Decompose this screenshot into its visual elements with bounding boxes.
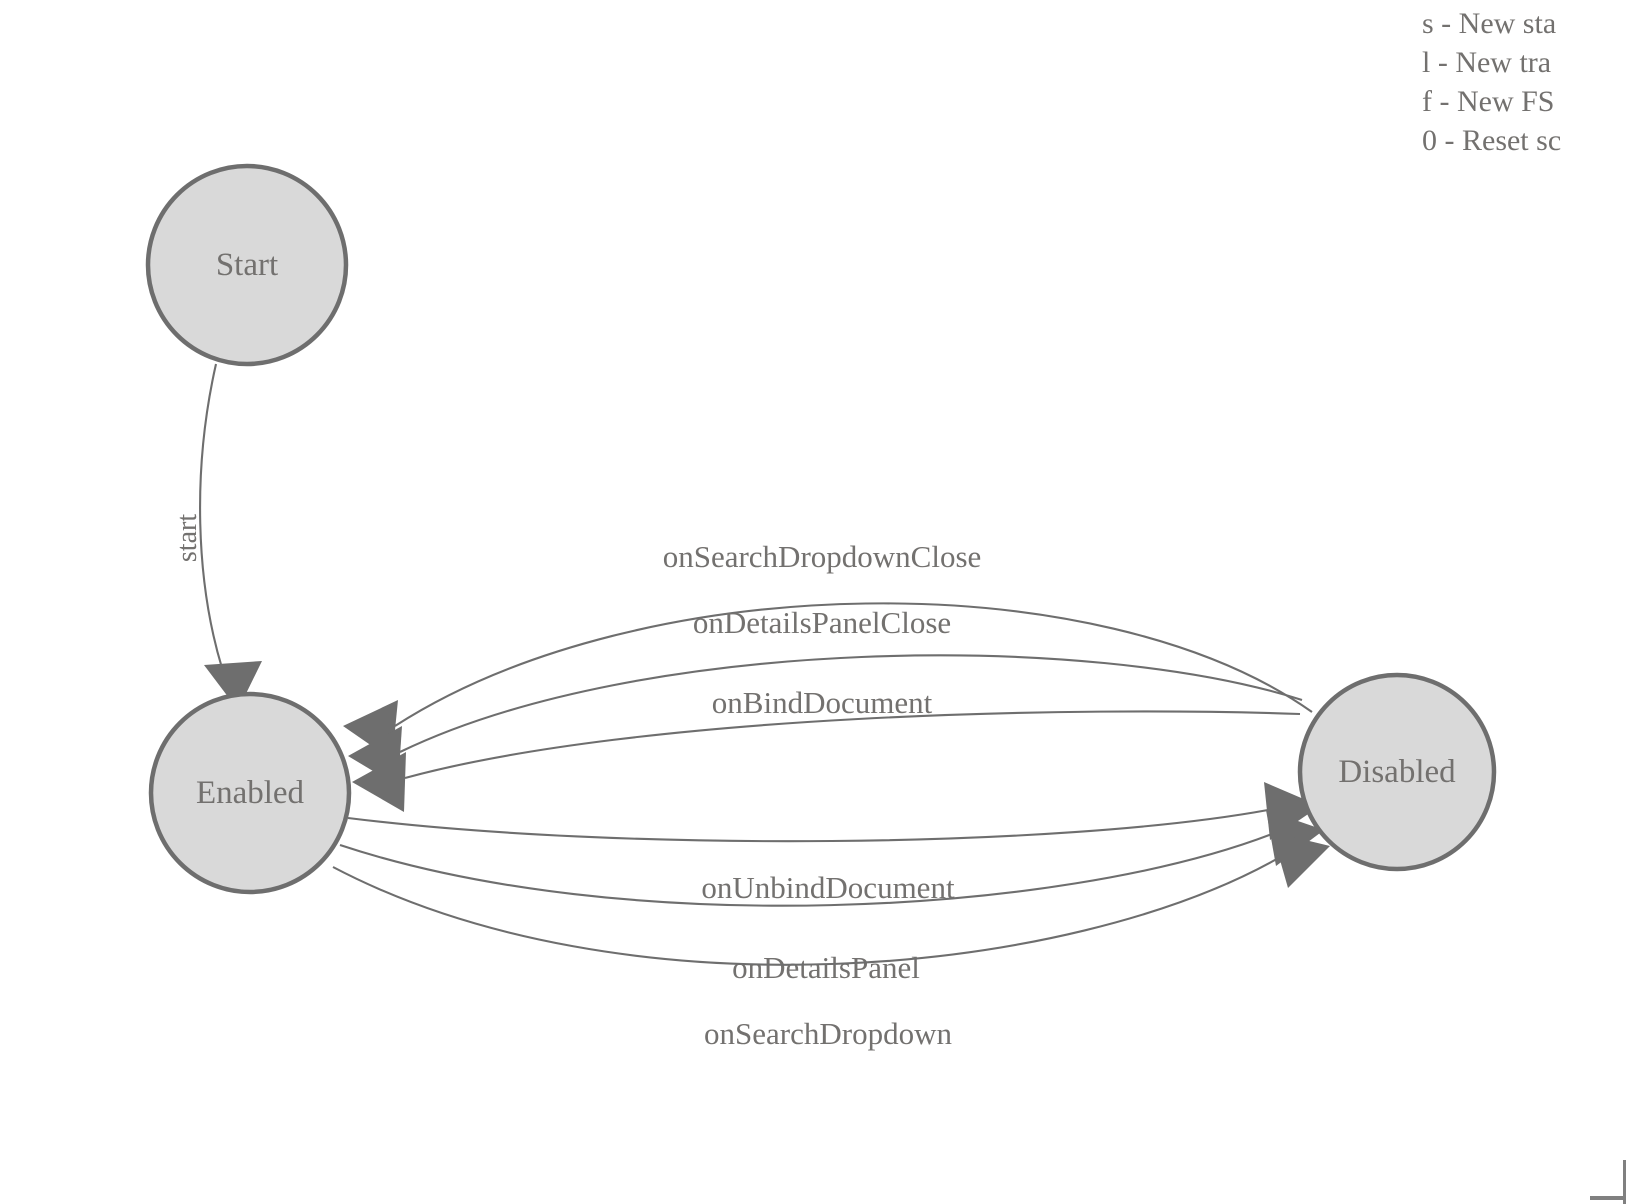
edge-onBindDocument[interactable]: onBindDocument [352, 685, 1301, 812]
node-enabled[interactable]: Enabled [148, 691, 352, 895]
edge-path-onSearchDropdown [332, 855, 1283, 966]
edge-label-onSearchDropdownClose: onSearchDropdownClose [663, 539, 982, 574]
node-circle-enabled [148, 691, 352, 895]
edge-label-onDetailsPanel: onDetailsPanel [732, 950, 920, 985]
arrowhead-start [204, 661, 262, 710]
edge-label-start: start [172, 514, 203, 562]
edge-label-onDetailsPanelClose: onDetailsPanelClose [693, 605, 951, 640]
edge-onUnbindDocument[interactable]: onUnbindDocument [347, 782, 1320, 905]
arrowhead-onSearchDropdown [1272, 832, 1330, 888]
help-legend: s - New sta l - New tra f - New FS 0 - R… [1422, 0, 1632, 160]
edge-onSearchDropdown[interactable]: onSearchDropdown [332, 832, 1330, 1051]
node-start[interactable]: Start [145, 163, 349, 367]
help-line-new-state: s - New sta [1422, 7, 1557, 40]
node-disabled[interactable]: Disabled [1297, 672, 1497, 872]
edge-path-onBindDocument [404, 710, 1301, 780]
help-line-new-transition: l - New tra [1422, 46, 1552, 79]
edge-label-onUnbindDocument: onUnbindDocument [701, 870, 955, 905]
edge-onDetailsPanelClose[interactable]: onDetailsPanelClose [348, 605, 1303, 786]
edge-path-onSearchDropdownClose [394, 602, 1313, 727]
help-line-new-fsm: f - New FS [1422, 85, 1555, 118]
node-label-start: Start [216, 247, 278, 283]
vertical-scrollbar-thumb[interactable] [1623, 1160, 1626, 1204]
node-circle-start [145, 163, 349, 367]
edge-onSearchDropdownClose[interactable]: onSearchDropdownClose [343, 539, 1313, 760]
node-label-disabled: Disabled [1338, 754, 1456, 790]
edge-path-onDetailsPanel [339, 833, 1273, 907]
edge-start[interactable]: start [172, 363, 262, 710]
edge-path-onUnbindDocument [347, 808, 1269, 843]
node-circle-disabled [1297, 672, 1497, 872]
arrowhead-onBindDocument [352, 752, 406, 812]
scrollbar-corner[interactable] [1590, 1160, 1632, 1204]
horizontal-scrollbar-thumb[interactable] [1590, 1196, 1626, 1200]
edge-path-onDetailsPanelClose [399, 654, 1303, 753]
edge-label-onBindDocument: onBindDocument [712, 685, 933, 720]
edge-label-onSearchDropdown: onSearchDropdown [704, 1016, 952, 1051]
help-line-reset: 0 - Reset sc [1422, 124, 1562, 157]
edge-path-start [199, 363, 224, 669]
node-label-enabled: Enabled [196, 775, 305, 811]
